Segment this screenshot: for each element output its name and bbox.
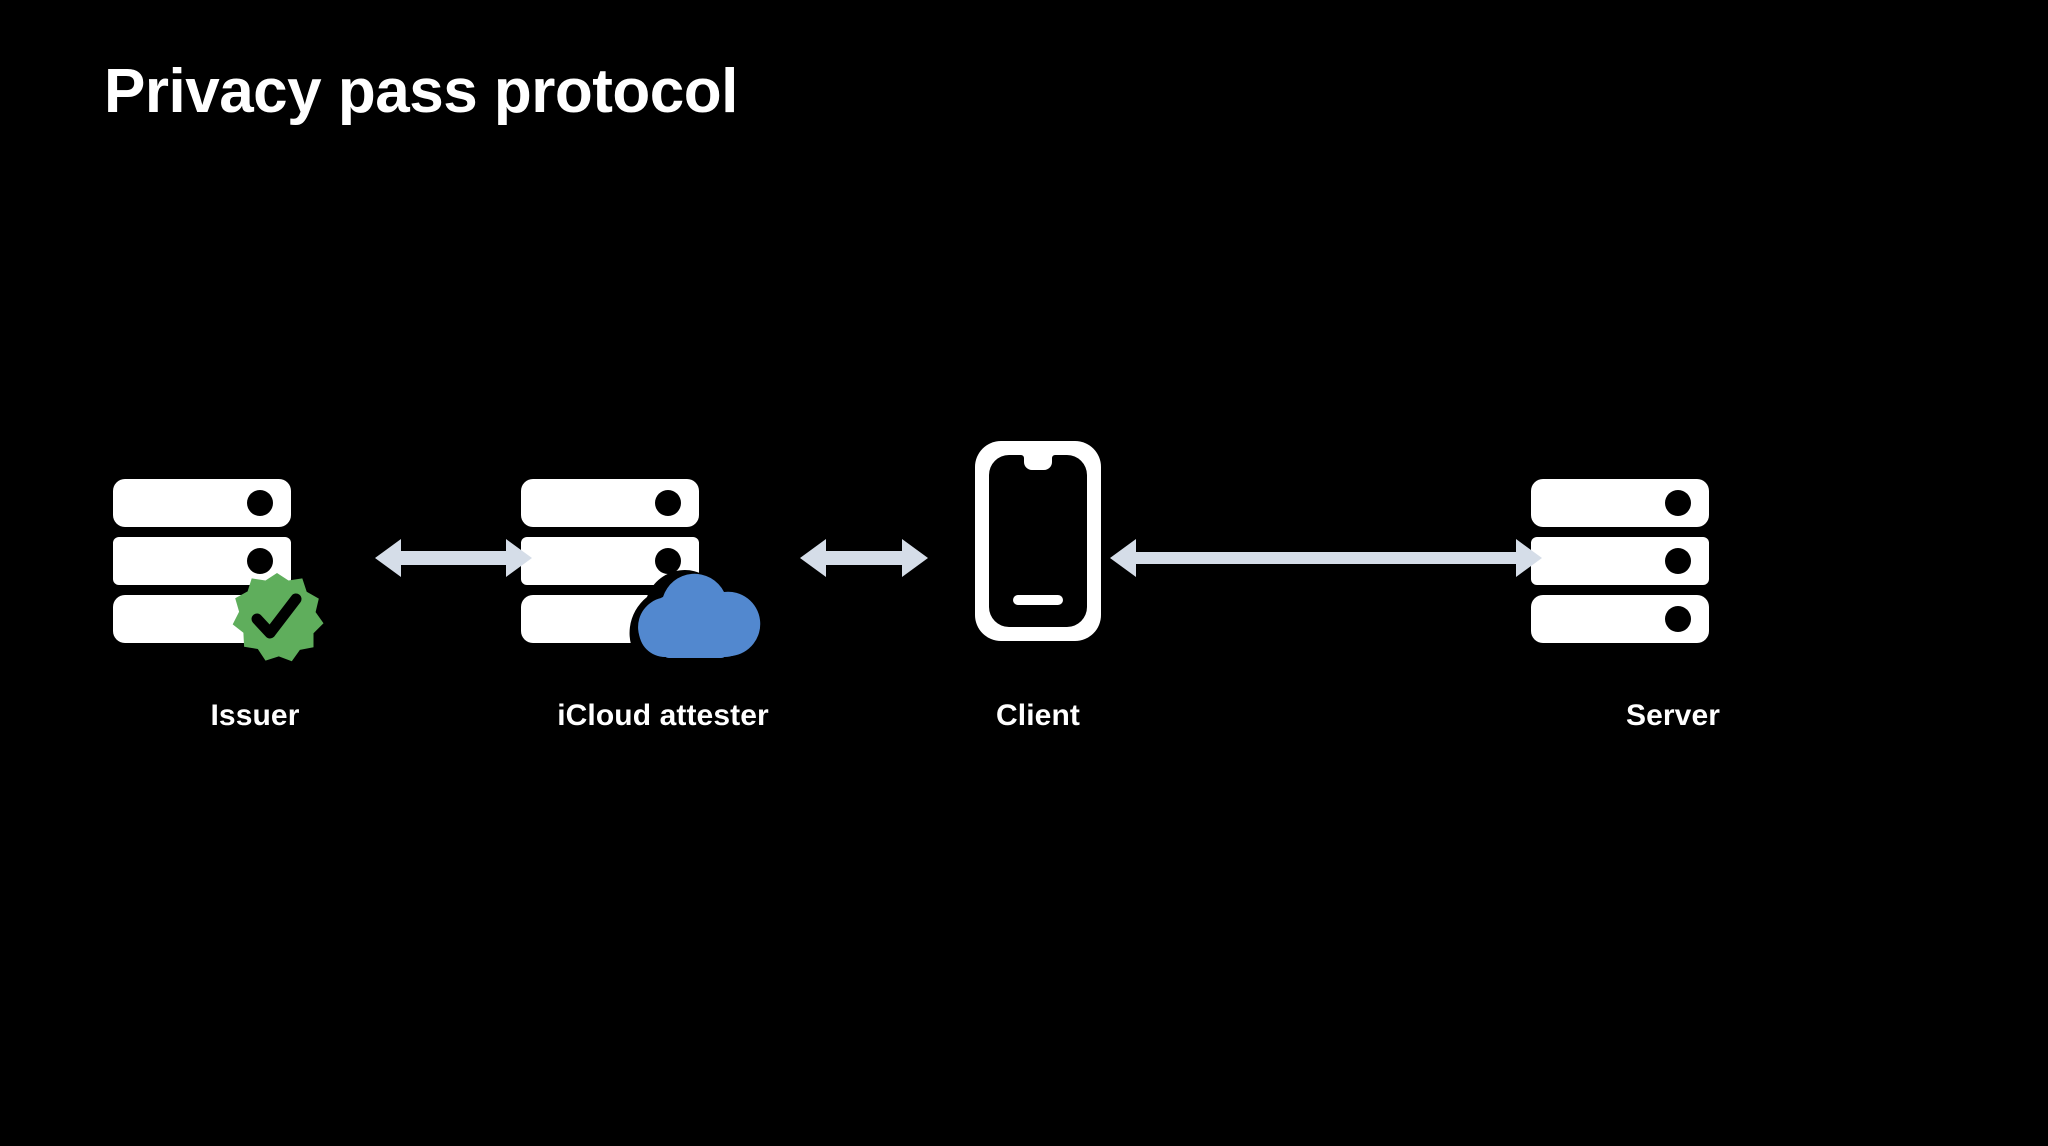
client-artwork — [888, 437, 1188, 685]
smartphone-icon — [975, 441, 1101, 641]
check-icon — [251, 593, 302, 639]
diagram-node-attester[interactable]: iCloud attester — [513, 475, 813, 733]
connector-client-server-double-arrow — [1110, 539, 1542, 577]
diagram-node-issuer[interactable]: Issuer — [105, 475, 405, 733]
server-rack-icon — [113, 479, 324, 662]
page-title: Privacy pass protocol — [104, 57, 738, 126]
server-artwork — [1523, 475, 1823, 685]
attester-artwork — [513, 475, 813, 685]
node-label-attester: iCloud attester — [557, 699, 769, 732]
server-rack-icon — [1531, 479, 1709, 643]
home-indicator-icon — [1013, 595, 1063, 605]
verified-check-badge-icon — [232, 573, 324, 662]
diagram-node-server[interactable]: Server — [1523, 475, 1823, 733]
node-label-server: Server — [1625, 699, 1720, 732]
server-rack-icon — [521, 479, 761, 661]
connector-attester-client-double-arrow — [800, 539, 928, 577]
issuer-artwork — [105, 475, 405, 685]
node-label-client: Client — [996, 699, 1080, 732]
connector-issuer-attester-double-arrow — [375, 539, 532, 577]
cloud-badge-icon — [638, 573, 761, 658]
diagram-node-client[interactable]: Client — [888, 437, 1188, 733]
node-label-issuer: Issuer — [210, 699, 300, 732]
